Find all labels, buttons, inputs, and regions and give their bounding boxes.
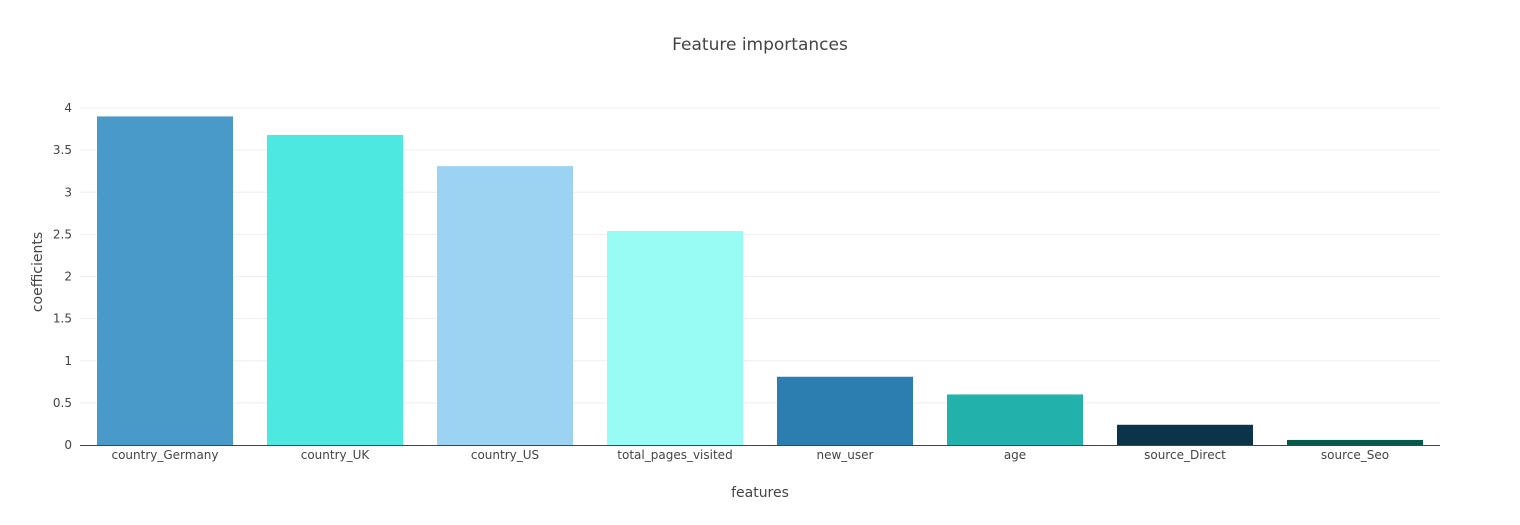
x-tick-label: country_Germany [111, 448, 218, 462]
y-tick-label: 3 [64, 185, 72, 199]
x-tick-label: total_pages_visited [617, 448, 732, 462]
y-tick-label: 2.5 [53, 227, 72, 241]
x-tick-label: source_Direct [1144, 448, 1226, 462]
x-axis-label: features [731, 485, 789, 501]
y-tick-label: 2 [64, 270, 72, 284]
y-tick-label: 1 [64, 354, 72, 368]
x-tick-label: source_Seo [1321, 448, 1389, 462]
chart-title: Feature importances [672, 35, 848, 55]
y-tick-label: 4 [64, 101, 72, 115]
y-tick-label: 1.5 [53, 312, 72, 326]
x-tick-label: country_US [471, 448, 539, 462]
y-axis-ticks: 0 0.5 1 1.5 2 2.5 3 3.5 4 [53, 101, 72, 452]
bar-source_Seo [1287, 439, 1423, 445]
y-tick-label: 3.5 [53, 143, 72, 157]
x-tick-label: new_user [817, 448, 874, 462]
bar-country_US [437, 166, 573, 445]
bar-age [947, 394, 1083, 445]
x-tick-label: country_UK [301, 448, 371, 462]
bar-source_Direct [1117, 424, 1253, 445]
bar-new_user [777, 376, 913, 445]
bar-country_UK [267, 134, 403, 445]
bar-country_Germany [97, 116, 233, 446]
y-axis-label: coefficients [30, 232, 46, 312]
x-axis-ticks: country_Germany country_UK country_US total… [111, 448, 1389, 462]
y-tick-label: 0.5 [53, 396, 72, 410]
bar-total_pages_visited [607, 231, 743, 445]
x-tick-label: age [1004, 448, 1026, 462]
y-tick-label: 0 [64, 438, 72, 452]
bars [97, 116, 1423, 446]
